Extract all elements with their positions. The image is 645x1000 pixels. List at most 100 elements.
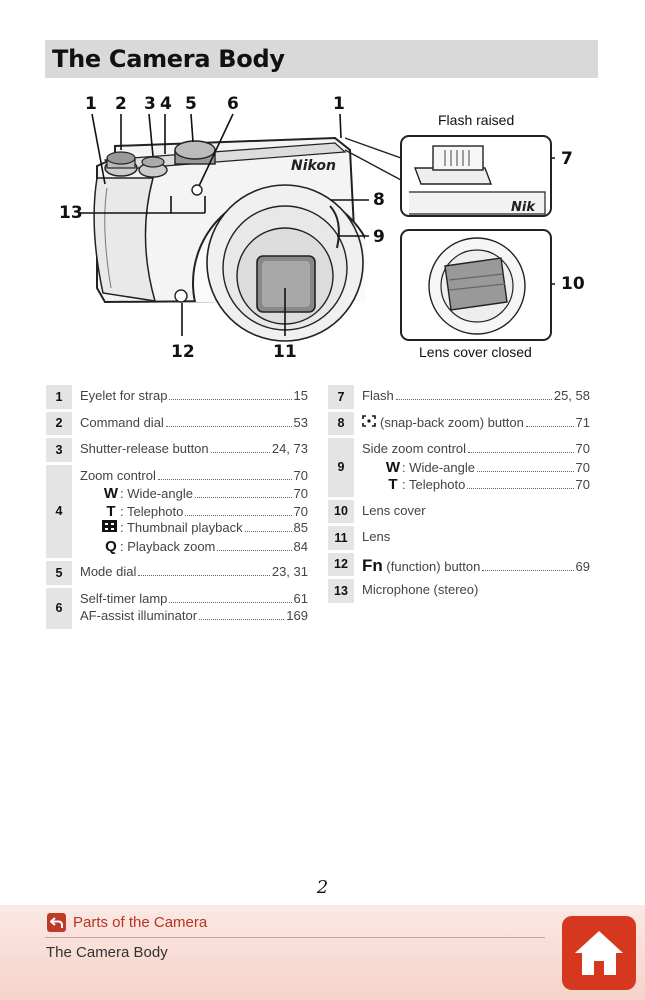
page-ref[interactable]: 70	[575, 441, 590, 456]
page-ref[interactable]: 70	[293, 503, 308, 519]
callout-5: 5	[185, 94, 197, 114]
w-wide-icon: W	[103, 485, 119, 502]
footer-divider	[45, 937, 545, 938]
page-ref[interactable]: 70	[575, 459, 590, 475]
part-number: 4	[46, 463, 72, 561]
callout-13: 13	[59, 203, 83, 223]
table-row: 8 (snap-back zoom) button 71	[328, 410, 590, 438]
part-number: 10	[328, 498, 354, 526]
leader-dots	[468, 452, 574, 453]
part-label: Self-timer lamp	[80, 590, 168, 606]
list-item: Lens	[362, 529, 590, 547]
page-title: The Camera Body	[52, 45, 285, 73]
list-item: Lens cover	[362, 503, 590, 521]
leader-dots	[482, 569, 574, 571]
leader-dots	[165, 425, 292, 427]
page-ref[interactable]: 70	[293, 486, 308, 501]
part-label: : Telephoto	[120, 503, 184, 519]
table-row: 1 Eyelet for strap 15	[46, 385, 308, 412]
page-number: 2	[316, 877, 329, 898]
part-label: Eyelet for strap	[80, 388, 168, 403]
back-link-label[interactable]: Parts of the Camera	[73, 914, 208, 931]
page-ref[interactable]: 70	[575, 477, 590, 492]
playback-zoom-icon: Q	[105, 537, 117, 555]
part-label: : Playback zoom	[120, 538, 216, 554]
leader-dots	[217, 549, 292, 551]
leader-dots	[194, 497, 292, 498]
list-item: Eyelet for strap 15	[80, 388, 308, 406]
list-item: Self-timer lamp 61	[80, 591, 308, 609]
part-number: 5	[46, 559, 72, 588]
leader-dots	[169, 601, 292, 603]
part-label: Mode dial	[80, 564, 137, 579]
leader-dots	[210, 452, 270, 453]
home-button[interactable]	[562, 916, 636, 990]
part-number: 7	[328, 385, 354, 412]
part-number: 2	[46, 410, 72, 438]
back-arrow-icon	[47, 913, 66, 932]
page-ref[interactable]: 53	[293, 414, 308, 430]
page-ref[interactable]: 15	[293, 388, 308, 403]
home-icon	[575, 931, 623, 975]
table-row: 10 Lens cover	[328, 498, 590, 526]
callout-6: 6	[227, 94, 239, 114]
callout-3: 3	[144, 94, 156, 114]
part-label: AF-assist illuminator	[80, 608, 198, 623]
page-ref[interactable]: 23, 31	[271, 564, 308, 579]
callout-10: 10	[561, 274, 585, 294]
callout-7: 7	[561, 149, 573, 169]
callout-11: 11	[273, 342, 297, 362]
part-label: Microphone (stereo)	[362, 582, 479, 597]
page-ref[interactable]: 25, 58	[553, 388, 590, 403]
leader-dots	[525, 425, 574, 427]
lens-cover-caption: Lens cover closed	[419, 344, 532, 360]
callout-1-right: 1	[333, 94, 345, 114]
thumbnail-icon	[102, 520, 117, 532]
leader-dots	[199, 619, 285, 620]
page-ref[interactable]: 85	[293, 520, 308, 535]
callout-9: 9	[373, 227, 385, 247]
leader-dots	[467, 488, 574, 489]
leader-dots	[395, 399, 552, 400]
camera-drawing: Nikon Nik	[80, 113, 555, 342]
leader-dots	[244, 531, 292, 532]
snapback-zoom-icon	[362, 414, 376, 430]
list-item: AF-assist illuminator 169	[80, 608, 308, 626]
leader-dots	[185, 514, 292, 516]
page-ref[interactable]: 71	[575, 414, 590, 430]
part-number: 13	[328, 577, 354, 606]
part-label: (snap-back zoom) button	[380, 414, 524, 430]
page-ref[interactable]: 169	[286, 608, 308, 623]
inset-brand-text: Nik	[511, 200, 536, 215]
page-ref[interactable]: 24, 73	[271, 441, 308, 456]
callout-8: 8	[373, 190, 385, 210]
part-label: Shutter-release button	[80, 441, 209, 456]
back-link[interactable]: Parts of the Camera	[47, 913, 207, 932]
page-ref[interactable]: 84	[293, 538, 308, 554]
part-number: 12	[328, 551, 354, 579]
t-tele-icon: T	[388, 476, 398, 493]
camera-illustration: Nikon Nik	[45, 88, 600, 378]
page-ref[interactable]: 61	[293, 590, 308, 606]
title-bar: The Camera Body	[45, 40, 598, 78]
list-item: Q: Playback zoom 84	[80, 538, 308, 556]
part-label: : Wide-angle	[402, 459, 475, 475]
page-ref[interactable]: 69	[575, 558, 590, 574]
page-ref[interactable]: 70	[293, 467, 308, 483]
part-number: 8	[328, 410, 354, 438]
part-number: 1	[46, 385, 72, 412]
footer	[0, 905, 645, 1000]
